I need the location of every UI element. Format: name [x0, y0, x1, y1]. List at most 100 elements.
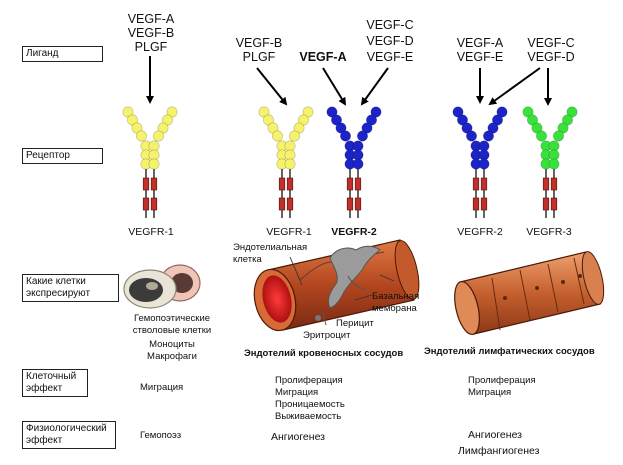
effect-col2-2: Миграция — [275, 387, 319, 398]
receptor-bead — [262, 114, 274, 126]
receptor-bead — [271, 130, 283, 142]
ligand-col2-left-1: VEGF-B — [235, 36, 283, 50]
receptor-bead — [356, 130, 368, 142]
receptor-vegfr1-a — [122, 106, 178, 218]
receptor-vegfr2-b — [452, 106, 508, 218]
receptor-bead — [297, 114, 309, 126]
effect-col1: Миграция — [140, 382, 184, 393]
receptor-bead — [267, 122, 279, 134]
receptor-bead — [370, 106, 382, 118]
receptor-bead — [122, 106, 134, 118]
ligand-col2-right-1: VEGF-C — [366, 18, 414, 32]
receptor-bead — [326, 106, 338, 118]
receptor-bead — [136, 130, 148, 142]
receptor-bead — [482, 130, 494, 142]
effect-col2-4: Выживаемость — [275, 411, 342, 422]
receptor-bead — [302, 106, 314, 118]
receptor-bead — [293, 122, 305, 134]
transmembrane-segment — [286, 197, 294, 211]
ligand-col3-left-2: VEGF-E — [456, 50, 504, 64]
receptor-bead — [166, 106, 178, 118]
receptor-label-2: VEGFR-1 — [266, 226, 312, 238]
mono-label: Моноциты — [149, 339, 195, 350]
receptor-bead — [561, 114, 573, 126]
receptor-bead — [127, 114, 139, 126]
hemo-label-2: стволовые клетки — [132, 325, 212, 336]
effect-col2-3: Проницаемость — [275, 399, 345, 410]
receptor-label-1: VEGFR-1 — [128, 226, 174, 238]
receptor-bead — [487, 122, 499, 134]
transmembrane-segment — [542, 197, 550, 211]
receptor-vegfr2-a — [326, 106, 382, 218]
transmembrane-segment — [346, 197, 354, 211]
transmembrane-segment — [150, 197, 158, 211]
receptor-bead — [456, 114, 468, 126]
receptor-bead — [531, 122, 543, 134]
transmembrane-segment — [354, 197, 362, 211]
lymph-vessel-icon — [454, 251, 605, 336]
ligand-col2-center: VEGF-A — [299, 50, 347, 64]
row-label-receptor: Рецептор — [22, 148, 103, 164]
blood-caption: Эндотелий кровеносных сосудов — [244, 348, 404, 359]
receptor-bead — [288, 130, 300, 142]
receptor-bead — [526, 114, 538, 126]
blood-vessel-icon — [253, 239, 420, 332]
transmembrane-segment — [472, 177, 480, 191]
effect-col3-2: Миграция — [468, 387, 512, 398]
receptor-bead — [535, 130, 547, 142]
receptor-label-5: VEGFR-3 — [526, 226, 572, 238]
arrow-col2-right — [360, 67, 389, 106]
receptor-bead — [566, 106, 578, 118]
ligand-col3-left-1: VEGF-A — [456, 36, 504, 50]
receptor-bead — [491, 114, 503, 126]
transmembrane-segment — [150, 177, 158, 191]
arrow-col2-left — [256, 67, 288, 106]
row-label-cell-effect: Клеточный эффект — [22, 369, 88, 397]
receptor-bead — [452, 106, 464, 118]
phys-col2: Ангиогенез — [271, 431, 325, 443]
arrow-col3-right — [488, 67, 541, 106]
receptor-vegfr3 — [522, 106, 578, 218]
macro-label: Макрофаги — [147, 351, 197, 362]
erythro-label: Эритроцит — [303, 330, 351, 341]
receptor-bead — [361, 122, 373, 134]
receptor-bead — [461, 122, 473, 134]
receptor-bead — [258, 106, 270, 118]
transmembrane-segment — [480, 177, 488, 191]
transmembrane-segment — [278, 177, 286, 191]
receptor-bead — [153, 130, 165, 142]
receptor-bead — [335, 122, 347, 134]
basal-label-1: Базальная — [372, 291, 420, 302]
endo-cell-label-2: клетка — [233, 254, 262, 265]
transmembrane-segment — [142, 177, 150, 191]
receptor-bead — [157, 122, 169, 134]
ligand-col3-right-1: VEGF-C — [527, 36, 575, 50]
hematopoietic-cell-icon — [123, 264, 201, 309]
receptor-bead — [162, 114, 174, 126]
receptor-label-4: VEGFR-2 — [457, 226, 503, 238]
transmembrane-segment — [550, 197, 558, 211]
ligand-col2-right-3: VEGF-E — [366, 50, 414, 64]
row-label-ligand: Лиганд — [22, 46, 103, 62]
phys-col1: Гемопоэз — [140, 430, 182, 441]
receptor-label-3: VEGFR-2 — [331, 226, 377, 238]
effect-col3-1: Пролиферация — [468, 375, 536, 386]
transmembrane-segment — [142, 197, 150, 211]
transmembrane-segment — [278, 197, 286, 211]
transmembrane-segment — [354, 177, 362, 191]
transmembrane-segment — [346, 177, 354, 191]
receptor-bead — [465, 130, 477, 142]
ligand-col2-right-2: VEGF-D — [366, 34, 414, 48]
receptor-bead — [496, 106, 508, 118]
receptor-bead — [330, 114, 342, 126]
receptor-bead — [522, 106, 534, 118]
ligand-col1-2: VEGF-B — [127, 26, 175, 40]
transmembrane-segment — [550, 177, 558, 191]
hemo-label-1: Гемопоэтические — [133, 313, 211, 324]
transmembrane-segment — [542, 177, 550, 191]
ligand-col2-left-2: PLGF — [242, 50, 276, 64]
basal-label-2: мембрана — [372, 303, 417, 314]
